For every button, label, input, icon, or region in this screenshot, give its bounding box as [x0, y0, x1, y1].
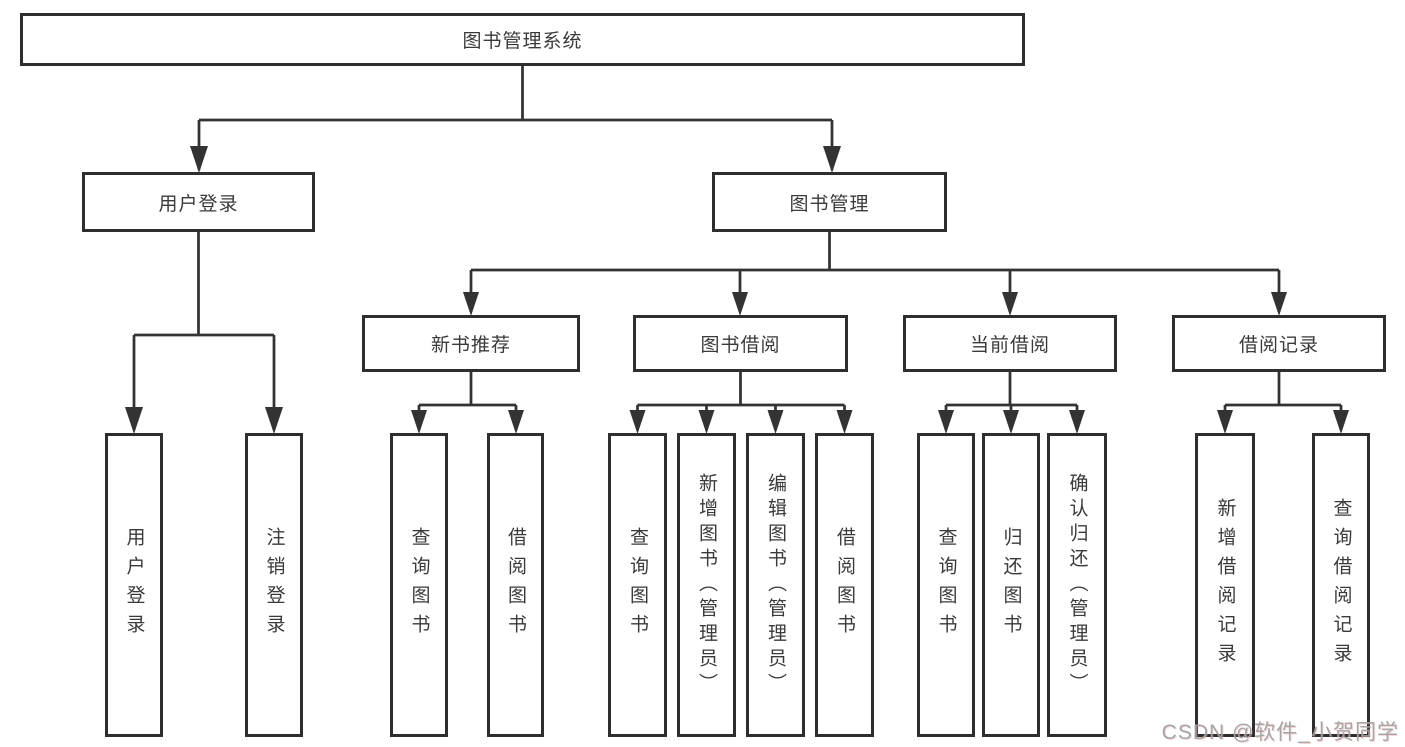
leaf-label: 新增借阅记录	[1214, 498, 1236, 672]
node-current-borrowing: 当前借阅	[903, 315, 1117, 372]
arrowhead	[508, 410, 524, 434]
connector-paths	[132, 66, 1343, 430]
arrowhead	[190, 146, 208, 173]
node-label: 当前借阅	[969, 335, 1050, 356]
arrowhead	[463, 292, 479, 316]
leaf-label: 注销登录	[263, 527, 285, 643]
leaf-label: 归还图书	[1000, 527, 1022, 643]
leaf-label: 查询图书	[627, 527, 648, 643]
connector-borrowrecord-to-leaves	[1223, 372, 1343, 430]
leaf-query-borrow-record: 查询借阅记录	[1312, 433, 1370, 737]
leaf-logout: 注销登录	[245, 433, 303, 737]
node-borrowing-records: 借阅记录	[1172, 315, 1386, 372]
connector-bookmgmt-to-sections	[469, 232, 1281, 312]
leaf-add-borrow-record: 新增借阅记录	[1195, 433, 1255, 737]
arrowhead	[411, 410, 427, 434]
node-book-management: 图书管理	[712, 172, 947, 232]
node-label: 图书管理	[789, 193, 870, 215]
arrowhead	[629, 410, 646, 434]
leaf-label: 确认归还（管理员）	[1066, 472, 1088, 698]
leaf-query-books: 查询图书	[390, 433, 448, 737]
connector-userlogin-to-leaves	[132, 232, 276, 430]
arrowhead	[1002, 292, 1018, 316]
leaf-label: 编辑图书（管理员）	[765, 472, 786, 698]
leaf-label: 借阅图书	[834, 527, 855, 643]
arrowhead	[767, 410, 784, 434]
arrowheads	[125, 146, 1349, 434]
arrowhead	[1069, 410, 1085, 434]
leaf-label: 查询图书	[408, 527, 430, 643]
leaf-edit-books-admin: 编辑图书（管理员）	[746, 433, 805, 737]
leaf-label: 查询图书	[935, 527, 957, 643]
arrowhead	[1003, 410, 1019, 434]
arrowhead	[823, 146, 841, 173]
leaf-return-books: 归还图书	[982, 433, 1040, 737]
leaf-label: 新增图书（管理员）	[696, 472, 717, 698]
arrowhead	[265, 407, 283, 434]
node-label: 用户登录	[158, 193, 239, 215]
leaf-user-login: 用户登录	[105, 433, 163, 737]
arrowhead	[836, 410, 853, 434]
arrowhead	[698, 410, 715, 434]
leaf-add-books-admin: 新增图书（管理员）	[677, 433, 736, 737]
leaf-confirm-return-admin: 确认归还（管理员）	[1047, 433, 1107, 737]
node-book-borrowing: 图书借阅	[633, 315, 848, 372]
node-label: 图书借阅	[700, 335, 781, 356]
arrowhead	[125, 407, 143, 434]
connector-newbook-to-leaves	[417, 372, 518, 430]
leaf-label: 查询借阅记录	[1330, 498, 1352, 672]
node-label: 图书管理系统	[462, 31, 583, 52]
leaf-label: 用户登录	[123, 527, 145, 643]
leaf-query-books: 查询图书	[608, 433, 667, 737]
node-root-library-management-system: 图书管理系统	[20, 13, 1025, 66]
csdn-watermark: CSDN @软件_小贺同学	[1161, 721, 1399, 744]
connector-bookborrow-to-leaves	[636, 372, 846, 430]
node-user-login: 用户登录	[82, 172, 315, 232]
connector-root-to-level2	[197, 66, 834, 170]
leaf-borrow-books: 借阅图书	[815, 433, 874, 737]
arrowhead	[1217, 410, 1233, 434]
arrowhead	[1271, 292, 1287, 316]
leaf-borrow-books: 借阅图书	[487, 433, 544, 737]
node-new-book-recommendation: 新书推荐	[362, 315, 580, 372]
node-label: 新书推荐	[430, 335, 511, 356]
arrowhead	[938, 410, 954, 434]
arrowhead	[1333, 410, 1349, 434]
leaf-label: 借阅图书	[505, 527, 526, 643]
leaf-query-books: 查询图书	[917, 433, 975, 737]
arrowhead	[732, 292, 748, 316]
node-label: 借阅记录	[1238, 335, 1319, 356]
